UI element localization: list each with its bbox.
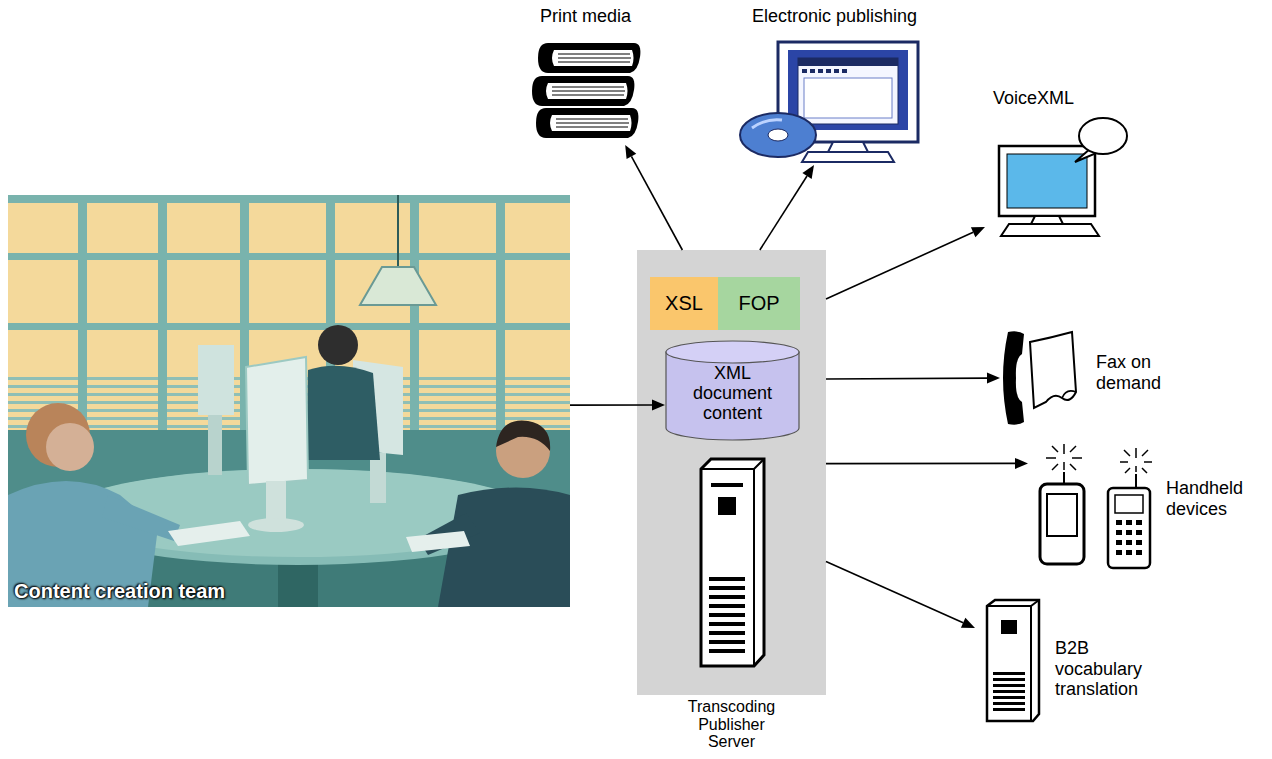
arrow-line bbox=[826, 562, 963, 623]
node-label: Content creation team bbox=[14, 580, 225, 603]
speech-bubble bbox=[1075, 118, 1127, 162]
flow-arrow bbox=[760, 165, 814, 250]
woman bbox=[8, 403, 250, 607]
flow-arrow bbox=[826, 562, 975, 629]
cylinder-top bbox=[666, 341, 799, 363]
node-label: XML document content bbox=[681, 364, 785, 423]
arrow-line bbox=[826, 232, 973, 299]
paper-curl bbox=[1062, 391, 1076, 398]
label-slot: VoiceXML bbox=[993, 88, 1074, 109]
output-target: Electronic publishing bbox=[738, 6, 928, 165]
phone bbox=[1108, 448, 1152, 568]
book bbox=[536, 108, 638, 138]
flow-arrow bbox=[826, 458, 1028, 469]
arrow-head bbox=[971, 227, 985, 237]
book bbox=[538, 43, 640, 73]
output-target: B2B vocabulary translation bbox=[975, 598, 1157, 723]
handheld-icon bbox=[1036, 440, 1161, 570]
lamp bbox=[360, 195, 436, 305]
flow-arrow bbox=[625, 145, 682, 250]
label-slot: B2B vocabulary translation bbox=[1055, 638, 1153, 700]
arrow-head bbox=[987, 373, 1000, 384]
fax-paper bbox=[1030, 332, 1076, 408]
server-drive bbox=[718, 497, 736, 515]
cd-disc bbox=[740, 113, 816, 157]
server-edge bbox=[987, 600, 1039, 721]
server-case bbox=[701, 459, 764, 666]
cylinder-body bbox=[666, 352, 799, 440]
output-target: Fax on demand bbox=[1000, 328, 1176, 428]
label-slot: Transcoding Publisher Server bbox=[637, 698, 826, 751]
server-case bbox=[987, 600, 1039, 721]
server-panel: Transcoding Publisher ServerXSLFOPXML do… bbox=[637, 250, 826, 695]
label-slot: XML document content bbox=[665, 340, 800, 440]
monitor-cd-icon bbox=[738, 40, 928, 165]
node-label: Fax on demand bbox=[1096, 352, 1172, 393]
label-slot: Content creation team bbox=[14, 580, 225, 603]
arrow-head bbox=[802, 165, 814, 179]
output-target: VoiceXML bbox=[985, 88, 1130, 239]
photo-panel: Content creation team bbox=[8, 195, 570, 607]
label-slot: Electronic publishing bbox=[752, 6, 917, 27]
phone-fax-icon bbox=[1000, 328, 1080, 428]
computer-speech-icon bbox=[995, 114, 1130, 239]
node-label: Handheld devices bbox=[1166, 478, 1256, 519]
server-vents bbox=[993, 672, 1025, 711]
label-slot: Handheld devices bbox=[1166, 478, 1256, 519]
node-label: Print media bbox=[540, 6, 631, 27]
arrow-line bbox=[760, 176, 807, 250]
label-slot: Print media bbox=[540, 6, 631, 27]
arrow-line bbox=[826, 463, 1015, 465]
formatter-box: FOP bbox=[718, 277, 800, 330]
stylesheet-box: XSL bbox=[650, 277, 718, 330]
server-icon bbox=[983, 598, 1041, 723]
arrow-head bbox=[961, 618, 975, 628]
node-label: Transcoding Publisher Server bbox=[676, 698, 788, 751]
node-label: B2B vocabulary translation bbox=[1055, 638, 1153, 700]
arrow-head bbox=[1015, 458, 1028, 469]
label-slot: FOP bbox=[718, 277, 800, 330]
label-slot: Fax on demand bbox=[1096, 352, 1172, 393]
node-label: FOP bbox=[738, 292, 779, 315]
handset bbox=[1003, 331, 1024, 424]
output-target: Handheld devices bbox=[1028, 440, 1260, 570]
server-icon bbox=[697, 457, 767, 669]
photo-ground bbox=[8, 195, 570, 607]
server-vents bbox=[709, 577, 745, 653]
server-edge bbox=[701, 459, 764, 666]
label-slot: XSL bbox=[650, 277, 718, 330]
arrow-head bbox=[625, 145, 636, 159]
server-slot bbox=[711, 483, 743, 487]
node-label: VoiceXML bbox=[993, 88, 1074, 109]
flow-arrow bbox=[826, 373, 1000, 384]
man-right bbox=[406, 421, 570, 607]
monitors bbox=[198, 345, 403, 503]
output-target: Print media bbox=[530, 6, 642, 145]
node-label: XSL bbox=[665, 292, 703, 315]
database-cylinder: XML document content bbox=[665, 340, 800, 440]
book bbox=[532, 76, 634, 106]
pda bbox=[1040, 444, 1084, 564]
books-icon bbox=[532, 40, 642, 145]
man-back bbox=[306, 325, 380, 460]
front-monitor bbox=[246, 357, 308, 532]
server-drive bbox=[1001, 620, 1017, 634]
arrow-line bbox=[826, 377, 987, 380]
flow-arrow bbox=[826, 227, 985, 299]
computer bbox=[999, 146, 1099, 236]
team-photo bbox=[8, 195, 570, 607]
arrow-line bbox=[631, 156, 682, 250]
node-label: Electronic publishing bbox=[752, 6, 917, 27]
